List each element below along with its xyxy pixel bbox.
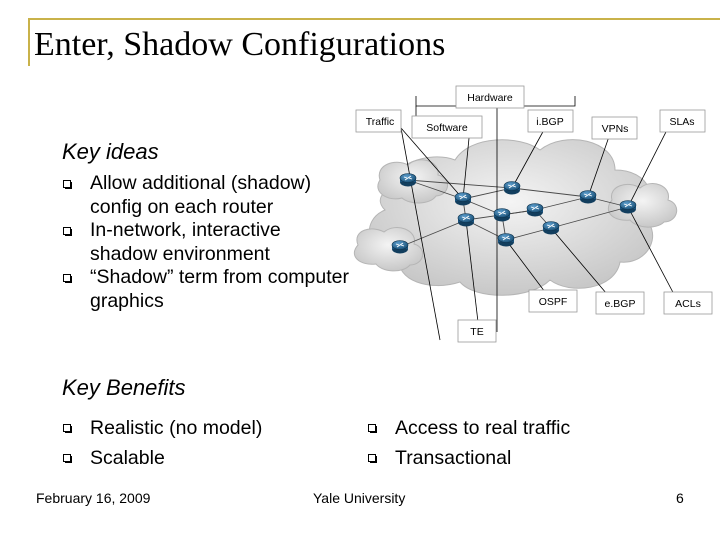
- title-frame-left: [28, 18, 30, 66]
- square-bullet-icon: [63, 424, 72, 433]
- square-bullet-icon: [63, 180, 72, 189]
- router-icon: [493, 208, 511, 222]
- list-item-text: In-network, interactive shadow environme…: [90, 219, 281, 265]
- list-item-text: Realistic (no model): [90, 417, 263, 439]
- list-item-text: Scalable: [90, 447, 165, 469]
- router-icon: [457, 213, 475, 227]
- key-benefits-left-list: Realistic (no model) Scalable: [62, 413, 342, 473]
- slide-title: Enter, Shadow Configurations: [34, 26, 446, 63]
- square-bullet-icon: [63, 274, 72, 283]
- router-icon: [503, 181, 521, 195]
- footer-page-number: 6: [676, 490, 684, 506]
- list-item: In-network, interactive shadow environme…: [62, 219, 352, 266]
- footer-date: February 16, 2009: [36, 490, 151, 506]
- label-leader-lines: [400, 96, 678, 341]
- label-te: TE: [470, 326, 483, 338]
- list-item: Access to real traffic: [367, 413, 667, 443]
- square-bullet-icon: [368, 424, 377, 433]
- router-icon: [619, 200, 637, 214]
- list-item-text: Access to real traffic: [395, 417, 571, 439]
- label-hardware: Hardware: [467, 92, 513, 104]
- label-ibgp: i.BGP: [536, 116, 563, 128]
- square-bullet-icon: [368, 454, 377, 463]
- router-icon: [542, 221, 560, 235]
- label-traffic: Traffic: [366, 116, 395, 128]
- router-icon: [579, 190, 597, 204]
- router-icon: [454, 192, 472, 206]
- list-item-text: “Shadow” term from computer graphics: [90, 266, 349, 312]
- key-ideas-list: Allow additional (shadow) config on each…: [62, 172, 352, 313]
- list-item: Transactional: [367, 443, 667, 473]
- small-cloud-left: [353, 227, 424, 272]
- label-ebgp: e.BGP: [605, 298, 636, 310]
- list-item: Allow additional (shadow) config on each…: [62, 172, 352, 219]
- square-bullet-icon: [63, 227, 72, 236]
- title-frame-top: [28, 18, 720, 20]
- router-icon: [497, 233, 515, 247]
- square-bullet-icon: [63, 454, 72, 463]
- router-icon: [526, 203, 544, 217]
- footer-organization: Yale University: [313, 490, 406, 506]
- router-icon: [399, 173, 417, 187]
- small-cloud-right: [607, 183, 678, 228]
- label-acls: ACLs: [675, 298, 701, 310]
- list-item-text: Transactional: [395, 447, 512, 469]
- label-software: Software: [426, 122, 468, 134]
- key-ideas-heading: Key ideas: [62, 139, 159, 164]
- list-item: “Shadow” term from computer graphics: [62, 266, 352, 313]
- router-icon: [391, 240, 409, 254]
- label-boxes: Hardware Traffic Software i.BGP VPNs SLA…: [355, 85, 713, 343]
- label-ospf: OSPF: [539, 296, 568, 308]
- key-benefits-heading: Key Benefits: [62, 375, 186, 400]
- label-slas: SLAs: [669, 116, 694, 128]
- list-item-text: Allow additional (shadow) config on each…: [90, 172, 312, 218]
- list-item: Scalable: [62, 443, 342, 473]
- label-vpns: VPNs: [602, 123, 629, 135]
- list-item: Realistic (no model): [62, 413, 342, 443]
- key-benefits-right-list: Access to real traffic Transactional: [367, 413, 667, 473]
